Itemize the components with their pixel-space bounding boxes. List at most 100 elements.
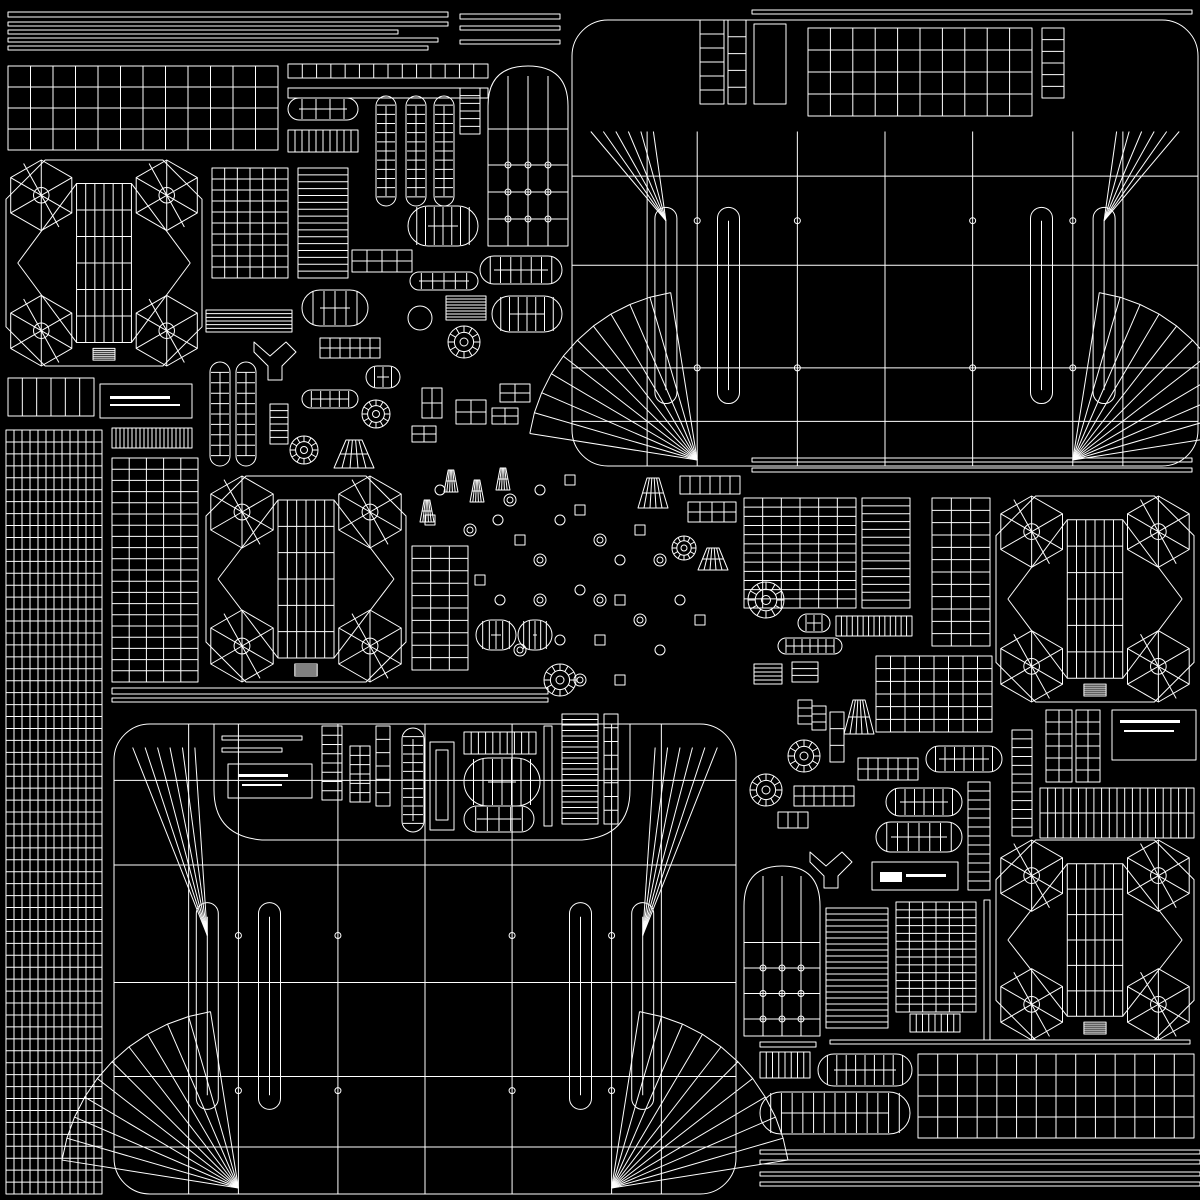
uv-edge xyxy=(182,748,207,936)
uv-bar xyxy=(1120,720,1180,723)
uv-edge xyxy=(41,195,72,213)
uv-edge xyxy=(136,313,167,331)
uv-island xyxy=(876,822,962,852)
uv-vertical-capsule-b xyxy=(210,362,230,466)
uv-edge xyxy=(1014,500,1050,564)
uv-bottom-strip-grid xyxy=(464,732,536,754)
uv-edge xyxy=(472,347,478,350)
uv-edge xyxy=(11,178,42,196)
uv-ring xyxy=(301,447,308,454)
uv-island xyxy=(288,88,488,98)
uv-ring xyxy=(234,504,250,520)
uv-edge xyxy=(771,776,774,782)
uv-island xyxy=(570,903,592,1110)
uv-ring xyxy=(555,635,565,645)
uv-right-strip xyxy=(752,10,1192,14)
uv-bar xyxy=(906,874,946,877)
uv-oval-small-b xyxy=(518,620,552,650)
uv-edge xyxy=(18,263,77,342)
uv-island xyxy=(222,736,302,740)
uv-edge xyxy=(1141,500,1177,564)
uv-edge xyxy=(167,1024,238,1188)
uv-ring xyxy=(525,162,531,168)
uv-edge xyxy=(603,132,666,221)
uv-edge xyxy=(62,1160,238,1188)
uv-edge xyxy=(612,1062,738,1188)
uv-island xyxy=(812,706,826,730)
uv-contour xyxy=(6,160,202,366)
uv-edge xyxy=(41,331,72,349)
uv-island xyxy=(760,1092,910,1134)
uv-edge xyxy=(189,1016,239,1188)
uv-edge xyxy=(771,609,775,615)
uv-island xyxy=(752,458,1192,462)
uv-ring xyxy=(435,485,445,495)
uv-edge xyxy=(369,421,372,426)
uv-island xyxy=(376,96,396,206)
uv-edge xyxy=(812,761,818,764)
uv-seat-base xyxy=(93,348,115,360)
uv-edge xyxy=(1032,514,1063,532)
uv-edge xyxy=(678,554,680,558)
uv-arched-cover xyxy=(488,66,568,246)
uv-top-stack-c xyxy=(728,20,746,104)
uv-edge xyxy=(195,748,207,936)
uv-capsule-j xyxy=(876,822,962,852)
uv-edge xyxy=(750,591,756,595)
uv-island xyxy=(595,635,605,645)
uv-edge xyxy=(546,685,552,688)
uv-edge xyxy=(690,542,694,544)
uv-vertical-stack-b xyxy=(1012,730,1032,836)
uv-right-grid-c xyxy=(876,656,992,732)
uv-island xyxy=(632,903,654,1110)
uv-edge xyxy=(1158,666,1189,684)
uv-ring xyxy=(335,933,341,939)
uv-grid-strip-d xyxy=(794,786,854,806)
uv-dense-grid xyxy=(1040,788,1194,838)
uv-edge xyxy=(1073,340,1193,460)
uv-edge xyxy=(552,666,555,672)
uv-edge xyxy=(1073,293,1100,460)
uv-ring xyxy=(235,933,241,939)
uv-ring xyxy=(362,504,378,520)
uv-ring xyxy=(794,365,800,371)
uv-edge xyxy=(1104,132,1154,221)
uv-ring xyxy=(609,933,615,939)
uv-ring xyxy=(517,647,523,653)
uv-edge xyxy=(643,748,655,936)
uv-island xyxy=(798,614,830,632)
uv-edge xyxy=(158,748,208,936)
uv-edge xyxy=(591,132,666,221)
uv-edge xyxy=(456,328,459,334)
uv-lower-strip xyxy=(830,1040,1190,1044)
uv-edge xyxy=(616,132,666,221)
uv-edge xyxy=(136,331,167,349)
uv-island xyxy=(1093,207,1115,403)
uv-edge xyxy=(758,798,761,804)
uv-edge xyxy=(628,132,666,221)
uv-bottom-stack-b xyxy=(604,714,618,824)
uv-ring xyxy=(362,638,378,654)
uv-edge xyxy=(757,584,761,590)
uv-bar xyxy=(238,774,288,777)
uv-edge xyxy=(796,764,799,770)
uv-bottom-strip xyxy=(760,1172,1200,1176)
uv-panel-box-e xyxy=(430,742,454,830)
uv-edge xyxy=(74,1117,238,1188)
uv-wireframe xyxy=(6,10,1200,1194)
uv-island xyxy=(480,256,562,284)
uv-top-strip xyxy=(8,46,428,50)
uv-edge xyxy=(11,313,42,331)
uv-island xyxy=(476,620,516,650)
uv-ring xyxy=(555,515,565,525)
uv-edge xyxy=(1127,666,1158,684)
uv-right-strip xyxy=(752,468,1192,472)
uv-edge xyxy=(1032,876,1063,894)
uv-ring xyxy=(234,638,250,654)
uv-bar xyxy=(110,404,180,406)
uv-oval-small xyxy=(476,620,516,650)
uv-ring xyxy=(505,216,511,222)
uv-contour xyxy=(640,1012,789,1161)
uv-edge xyxy=(1008,940,1067,1016)
uv-oval-island-c xyxy=(302,290,368,326)
